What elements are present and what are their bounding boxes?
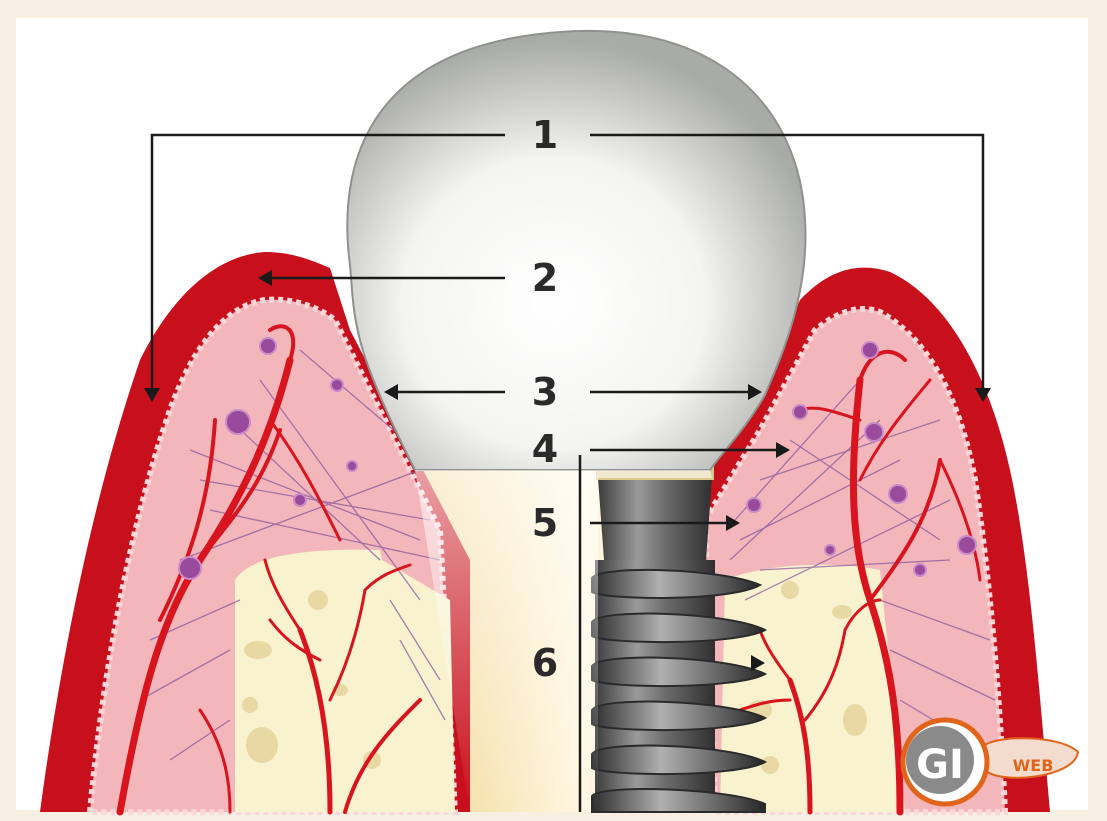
label-4: 4 bbox=[532, 427, 558, 471]
label-5: 5 bbox=[532, 501, 558, 545]
logo-mark: GI bbox=[916, 742, 964, 788]
implant-crown bbox=[347, 31, 805, 470]
label-2: 2 bbox=[532, 256, 558, 300]
label-3: 3 bbox=[532, 370, 558, 414]
implant-abutment bbox=[598, 478, 712, 560]
label-1: 1 bbox=[532, 113, 558, 157]
right-bone bbox=[720, 565, 905, 812]
left-bone bbox=[235, 550, 455, 812]
label-6: 6 bbox=[532, 641, 558, 685]
logo-word: WEB bbox=[1013, 756, 1054, 775]
